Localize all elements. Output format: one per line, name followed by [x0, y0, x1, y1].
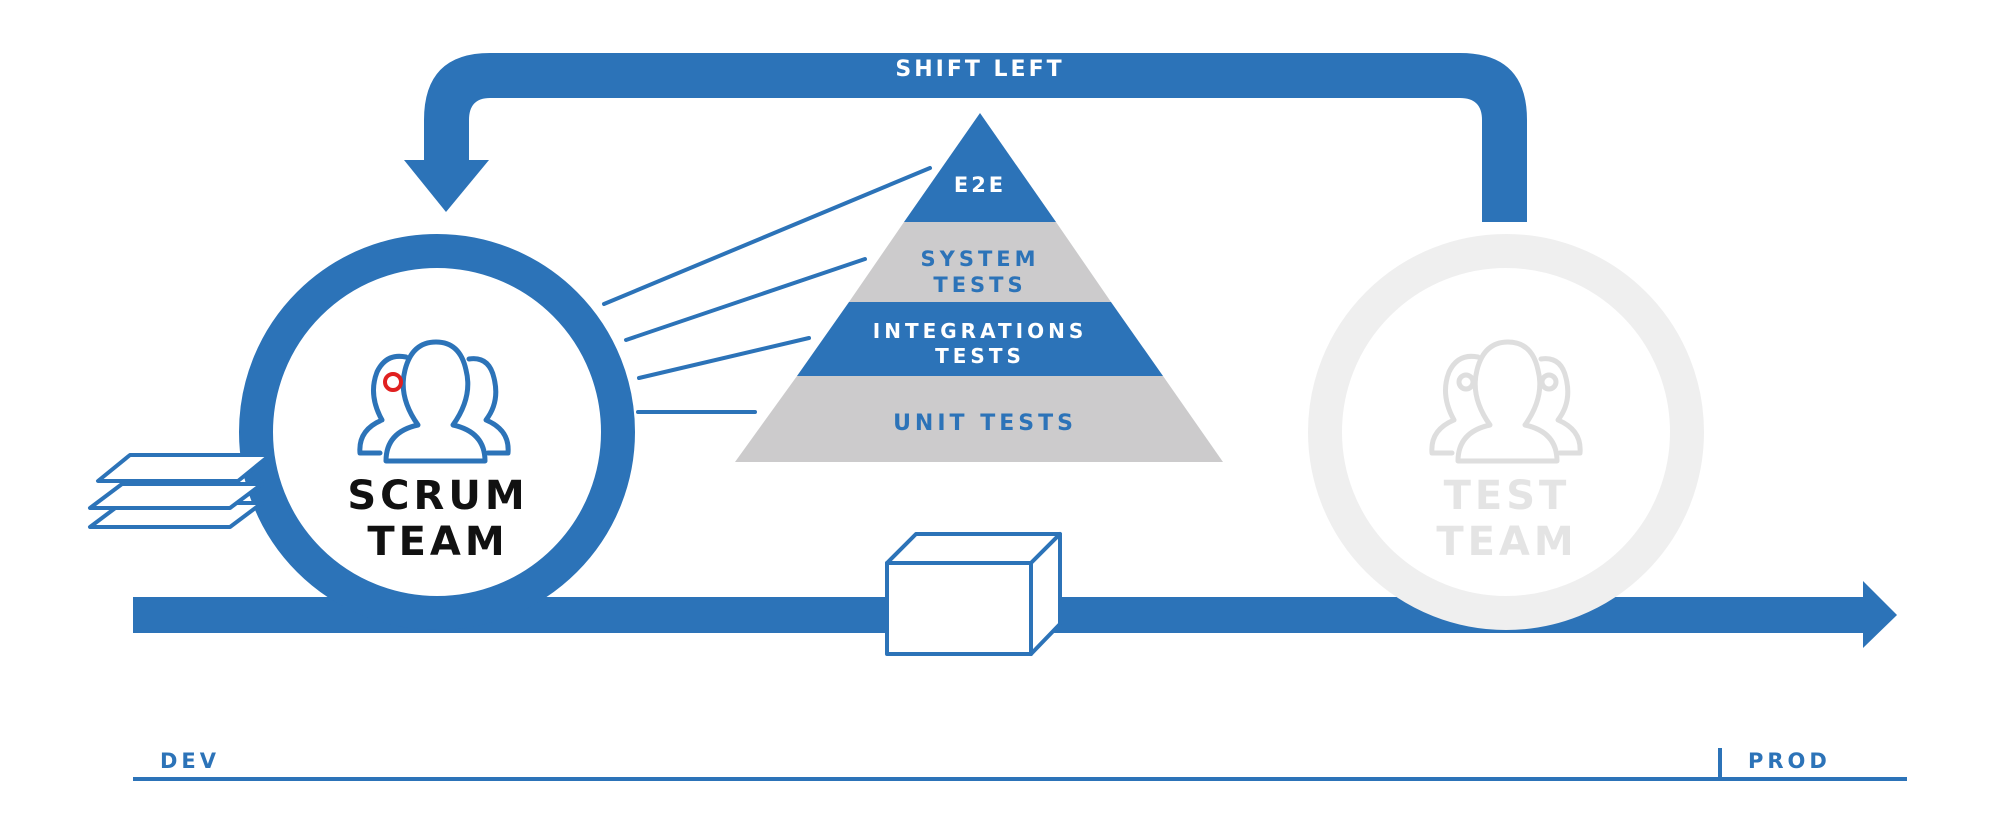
pyramid-level-unit — [735, 376, 1223, 462]
shift-left-loop-band — [424, 53, 1527, 222]
scrum-team-line2: TEAM — [367, 519, 508, 565]
pyramid-level-integrations — [797, 302, 1163, 376]
headset-icon — [383, 372, 403, 392]
timeline-divider — [1718, 748, 1722, 778]
connector-lines — [602, 166, 932, 414]
package-box-icon — [885, 532, 1062, 656]
test-team-line2: TEAM — [1436, 519, 1577, 565]
pyramid-level-system — [849, 222, 1111, 302]
pyramid-label-system-2: TESTS — [933, 273, 1026, 297]
arrow-down-icon — [404, 160, 489, 212]
test-team-line1: TEST — [1444, 473, 1571, 519]
arrow-right-icon — [1863, 581, 1897, 648]
test-team-circle — [1308, 234, 1704, 630]
pyramid-label-unit: UNIT TESTS — [893, 411, 1077, 436]
scrum-people-icon — [357, 339, 511, 464]
pyramid-label-e2e: E2E — [954, 173, 1006, 197]
timeline-line — [133, 777, 1907, 781]
pyramid-label-system-1: SYSTEM — [920, 247, 1039, 271]
scrum-team-line1: SCRUM — [347, 473, 528, 519]
pyramid-label-integrations-1: INTEGRATIONS — [873, 319, 1087, 343]
timeline-end-label: PROD — [1748, 749, 1831, 773]
pyramid-level-e2e — [904, 113, 1056, 222]
shift-left-loop-arrow — [404, 53, 1527, 222]
timeline-start-label: DEV — [160, 749, 220, 773]
test-pyramid — [735, 113, 1223, 462]
shift-left-label: SHIFT LEFT — [895, 57, 1064, 82]
scrum-team-circle — [239, 234, 635, 630]
test-people-icon — [1429, 339, 1583, 464]
timeline — [133, 748, 1907, 781]
pyramid-label-integrations-2: TESTS — [935, 344, 1025, 368]
document-stack-icon — [88, 453, 272, 529]
